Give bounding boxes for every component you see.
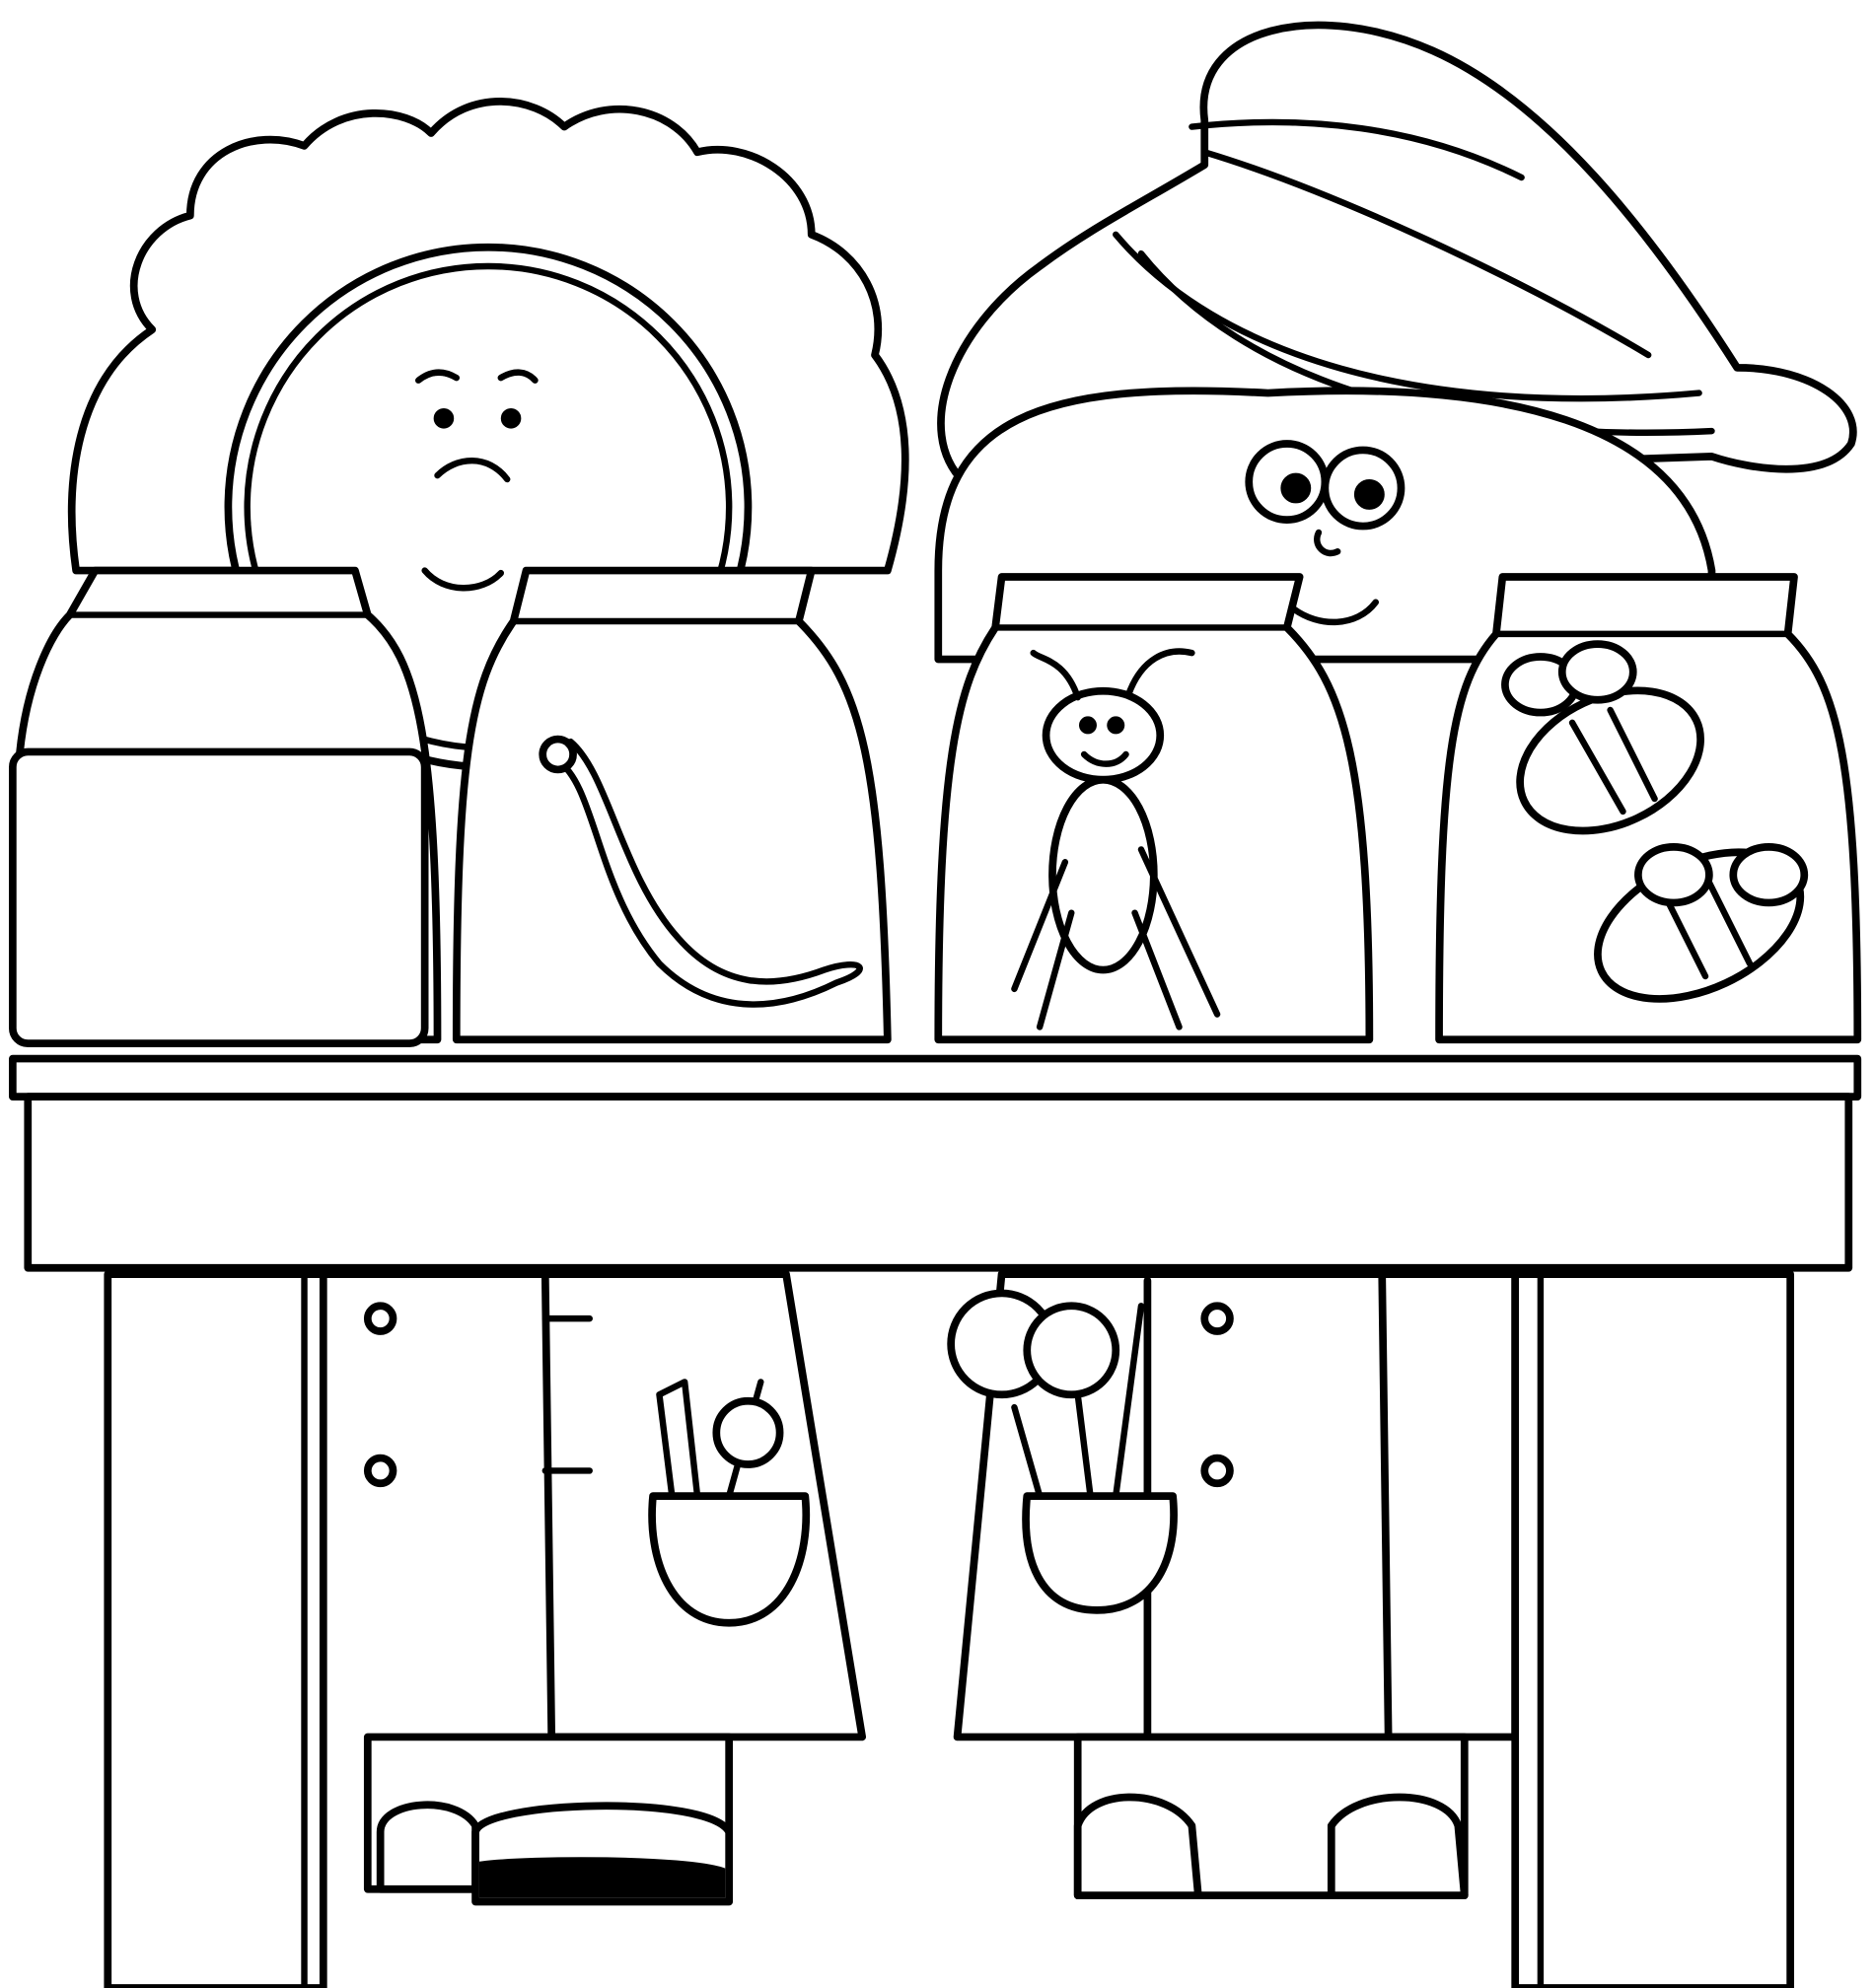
jar-3-ant bbox=[934, 573, 1374, 1044]
boy-body bbox=[319, 1270, 867, 1906]
girl-hair bbox=[937, 21, 1857, 486]
jar-1 bbox=[8, 566, 442, 1047]
table-legs bbox=[104, 1270, 1795, 1988]
girl-body bbox=[947, 1270, 1520, 1900]
table bbox=[8, 1054, 1862, 1272]
jar-2-worm bbox=[452, 566, 892, 1044]
jar-4-bees bbox=[1435, 573, 1862, 1044]
